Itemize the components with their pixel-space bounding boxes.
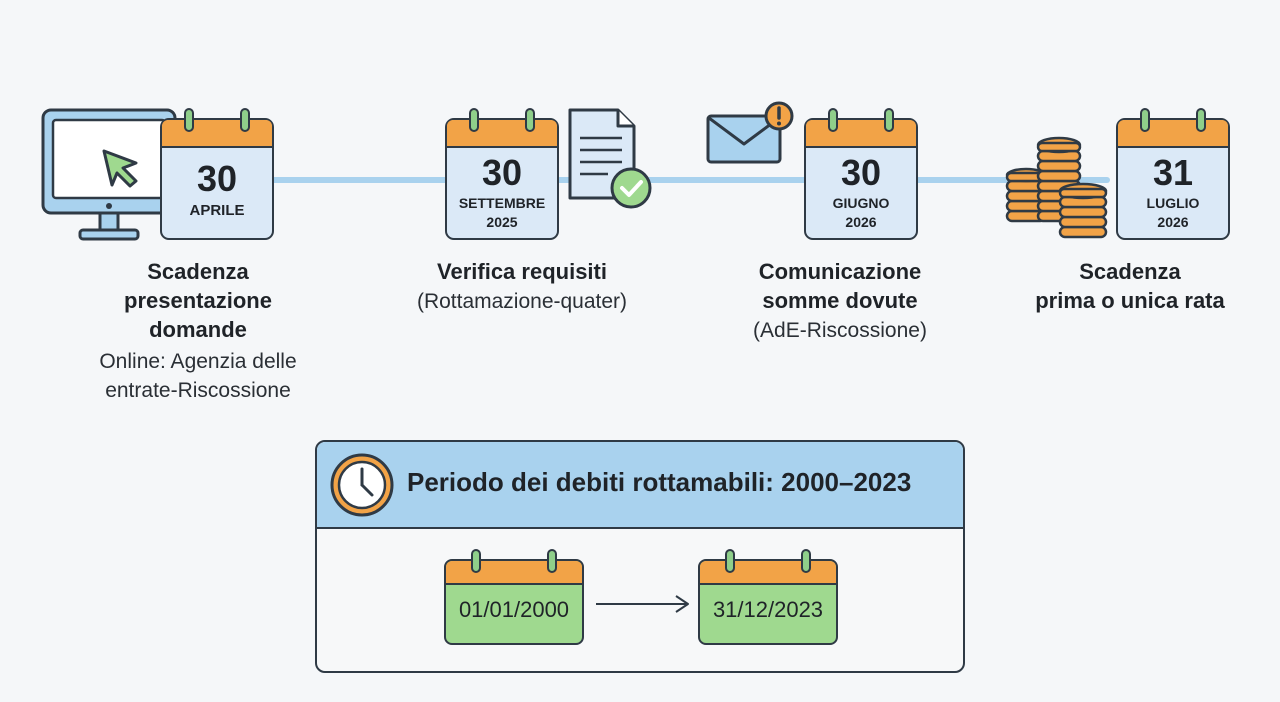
calendar-icon: 30 GIUGNO 2026	[804, 108, 918, 240]
calendar-icon: 30 APRILE	[160, 108, 274, 240]
envelope-alert-icon	[706, 101, 794, 164]
calendar-header	[447, 120, 557, 148]
step-description: (Rottamazione-quater)	[416, 290, 628, 313]
calendar-header	[162, 120, 272, 148]
step-title: Scadenza prima o unica rata	[1035, 259, 1225, 313]
computer-cursor-icon	[41, 108, 177, 241]
step-title: Scadenza presentazione domande	[124, 259, 272, 342]
calendar-day: 30	[196, 158, 238, 199]
calendar-day: 30	[840, 152, 882, 193]
calendar-header	[700, 561, 836, 585]
calendar-month: APRILE	[189, 202, 245, 219]
calendar-month: LUGLIO	[1146, 195, 1200, 211]
calendar-month: GIUGNO	[832, 195, 890, 211]
start-date-calendar: 01/01/2000	[444, 549, 584, 645]
step-title: Comunicazione somme dovute	[758, 259, 922, 313]
period-header: Periodo dei debiti rottamabili: 2000–202…	[317, 442, 963, 529]
calendar-header	[806, 120, 916, 148]
calendar-header	[446, 561, 582, 585]
calendar-year: 2026	[845, 214, 877, 230]
step-description: Online: Agenzia delle entrate-Riscossion…	[99, 350, 297, 402]
start-date: 01/01/2000	[458, 597, 570, 622]
calendar-year: 2025	[486, 214, 518, 230]
step-description: (AdE-Riscossione)	[753, 319, 927, 342]
calendar-day: 30	[481, 152, 523, 193]
calendar-month: SETTEMBRE	[458, 195, 546, 211]
calendar-day: 31	[1152, 152, 1194, 193]
document-check-icon	[568, 108, 652, 209]
calendar-year: 2026	[1157, 214, 1189, 230]
calendar-icon: 31 LUGLIO 2026	[1116, 108, 1230, 240]
end-date: 31/12/2023	[712, 597, 824, 622]
arrow-right-icon	[596, 595, 689, 613]
calendar-icon: 30 SETTEMBRE 2025	[445, 108, 559, 240]
period-panel: Periodo dei debiti rottamabili: 2000–202…	[315, 440, 965, 673]
timeline-connector	[270, 177, 1110, 183]
coins-stack-icon	[1005, 136, 1108, 239]
calendar-header	[1118, 120, 1228, 148]
step-title: Verifica requisiti	[437, 259, 607, 284]
clock-icon	[330, 453, 394, 517]
period-title: Periodo dei debiti rottamabili: 2000–202…	[407, 467, 912, 497]
end-date-calendar: 31/12/2023	[698, 549, 838, 645]
